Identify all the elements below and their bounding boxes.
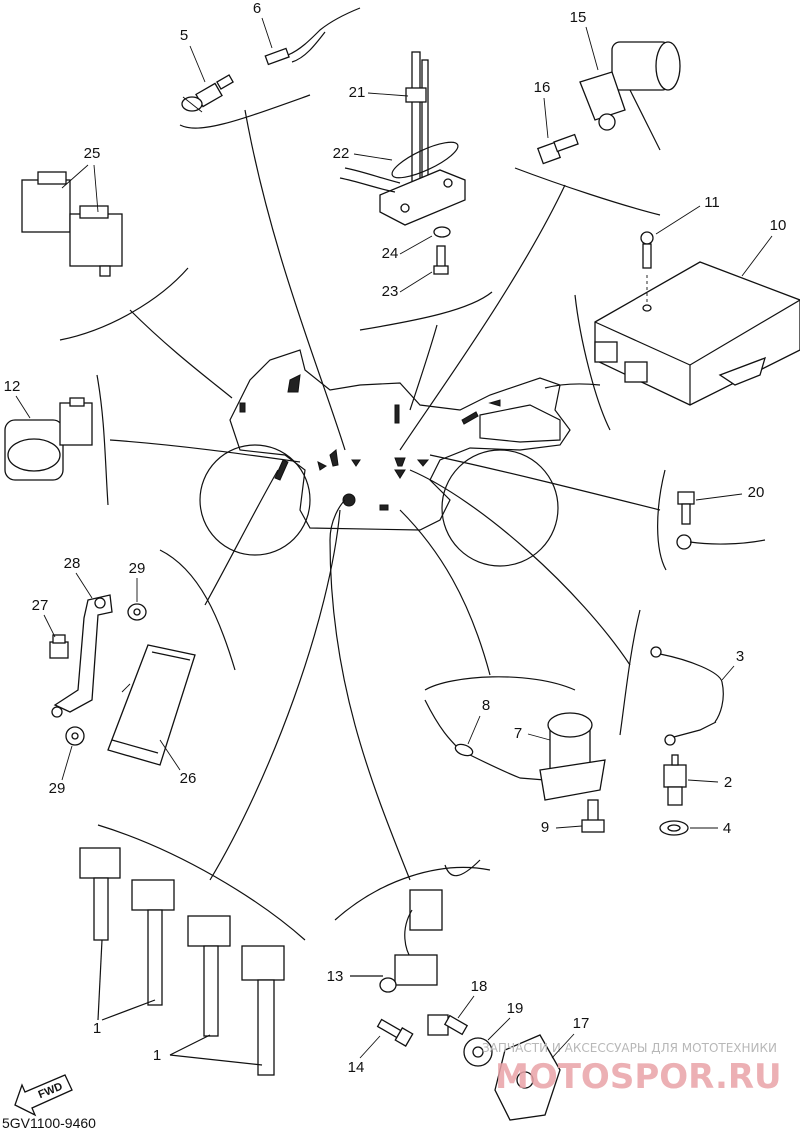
callout-13: 13: [327, 968, 344, 985]
part-21-sender-unit: [339, 51, 466, 226]
part-1-ignition-coils: [79, 847, 285, 1076]
diagram-code: 5GV1100-9460: [2, 1115, 96, 1131]
callout-15: 15: [570, 9, 587, 26]
part-25-relays: [21, 171, 123, 277]
part-17-rotor: [494, 1034, 561, 1121]
part-24-washer: [433, 226, 451, 238]
callout-28: 28: [64, 555, 81, 572]
part-13-pickup-coil: [350, 859, 481, 993]
callout-1-lower: 1: [153, 1047, 161, 1064]
part-29-washer-top: [127, 603, 147, 621]
part-27-nut: [49, 634, 69, 659]
part-10-control-unit: [594, 261, 800, 406]
callout-3: 3: [736, 648, 744, 665]
callout-11: 11: [704, 194, 720, 211]
part-7-sensor-unit: [539, 712, 606, 801]
part-6-lead-wire: [264, 7, 361, 66]
callout-29-bottom: 29: [49, 780, 66, 797]
callout-20: 20: [748, 484, 765, 501]
callout-16: 16: [534, 79, 551, 96]
part-29-washer-bottom: [65, 726, 85, 746]
callout-26: 26: [180, 770, 197, 787]
callout-4: 4: [723, 820, 731, 837]
part-5-sensor: [181, 74, 234, 113]
part-18-bolt: [427, 1014, 469, 1036]
callout-12: 12: [4, 378, 21, 395]
callouts: 6 5 15 16 21 22 25 24 23 11 10 12 20 28 …: [4, 0, 787, 1076]
callout-29-top: 29: [129, 560, 146, 577]
callout-18: 18: [471, 978, 488, 995]
callout-22: 22: [333, 145, 350, 162]
motorcycle-outline: [199, 349, 571, 567]
watermark-brand: MOTOSPOR.RU: [495, 1057, 782, 1097]
part-20-earth-lead: [676, 491, 766, 550]
callout-19: 19: [507, 1000, 524, 1017]
part-16-bolt: [536, 133, 579, 165]
callout-6: 6: [253, 0, 261, 17]
part-22-o-ring: [391, 141, 459, 179]
callout-1-upper: 1: [93, 1020, 101, 1037]
part-2-switch: [663, 754, 687, 806]
callout-7: 7: [514, 725, 522, 742]
part-3-lead: [650, 646, 724, 746]
part-9-bolt: [581, 799, 605, 833]
callout-14: 14: [348, 1059, 365, 1076]
callout-5: 5: [180, 27, 188, 44]
location-markers: [239, 399, 501, 511]
part-28-bracket: [51, 594, 113, 718]
callout-8: 8: [482, 697, 490, 714]
part-4-gasket: [659, 820, 689, 836]
callout-25: 25: [84, 145, 101, 162]
leader-lines: [109, 109, 661, 881]
callout-27: 27: [32, 597, 49, 614]
callout-24: 24: [382, 245, 399, 262]
callout-23: 23: [382, 283, 399, 300]
part-26-rectifier: [107, 644, 196, 766]
watermark-tagline: ЗАПЧАСТИ И АКСЕССУАРЫ ДЛЯ МОТОТЕХНИКИ: [482, 1041, 777, 1055]
callout-17: 17: [573, 1015, 590, 1032]
callout-2: 2: [724, 774, 732, 791]
group-brackets: [59, 94, 667, 941]
part-12-thermo-switch: [4, 397, 93, 481]
part-15-speed-sensor: [579, 41, 681, 151]
part-11-screw: [640, 231, 654, 312]
callout-9: 9: [541, 819, 549, 836]
part-23-screw: [433, 245, 449, 275]
fwd-arrow: FWD: [14, 1074, 73, 1117]
part-14-screw: [376, 1018, 414, 1047]
part-19-washer: [463, 1037, 493, 1067]
callout-10: 10: [770, 217, 787, 234]
part-8-lead: [424, 699, 546, 781]
callout-21: 21: [349, 84, 366, 101]
